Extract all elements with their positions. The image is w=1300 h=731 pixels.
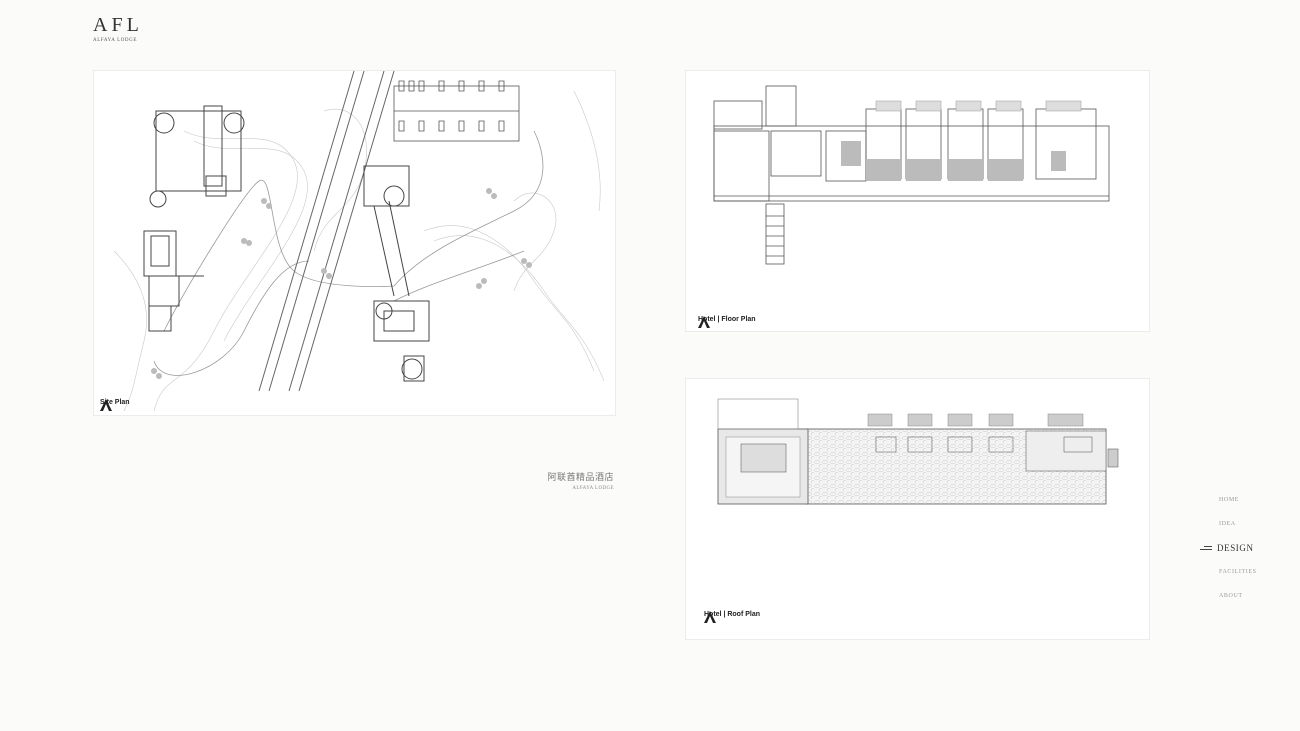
brand-logo[interactable]: AFL ALFAYA LODGE	[93, 14, 153, 43]
floor-plan-label-text: Hotel | Floor Plan	[698, 316, 756, 323]
logo-subtitle: ALFAYA LODGE	[93, 38, 138, 43]
site-plan-label: Site Plan	[100, 399, 130, 411]
roof-plan-label-text: Hotel | Roof Plan	[704, 611, 761, 618]
caption-english: ALFAYA LODGE	[572, 486, 614, 491]
roof-plan-label: Hotel | Roof Plan	[704, 611, 761, 623]
site-plan-panel: Site Plan	[93, 70, 616, 416]
nav-item-label: IDEA	[1219, 521, 1236, 527]
roof-plan-drawing	[717, 398, 1119, 505]
nav-item-label: HOME	[1219, 497, 1240, 503]
nav-item-label: DESIGN	[1217, 543, 1254, 553]
site-plan-drawing	[113, 71, 605, 412]
afl-a-icon	[698, 316, 710, 328]
nav-item-label: ABOUT	[1219, 593, 1243, 599]
afl-a-icon	[704, 611, 716, 623]
nav-item-facilities[interactable]: FACILITIES	[1200, 560, 1290, 584]
roof-plan-panel: Hotel | Roof Plan	[685, 378, 1150, 640]
floor-plan-drawing	[713, 85, 1110, 265]
site-plan-label-text: Site Plan	[100, 399, 130, 406]
logo-mark: AFL	[93, 14, 143, 36]
afl-a-icon	[100, 399, 112, 411]
floor-plan-panel: Hotel | Floor Plan	[685, 70, 1150, 332]
nav-item-label: FACILITIES	[1219, 569, 1257, 575]
caption-chinese: 阿联酋精品酒店	[547, 472, 614, 482]
side-nav: HOME IDEA DESIGN FACILITIES ABOUT	[1200, 488, 1290, 608]
nav-item-design[interactable]: DESIGN	[1200, 536, 1290, 560]
nav-active-marker	[1200, 545, 1212, 551]
floor-plan-label: Hotel | Floor Plan	[698, 316, 756, 328]
nav-item-idea[interactable]: IDEA	[1200, 512, 1290, 536]
nav-item-home[interactable]: HOME	[1200, 488, 1290, 512]
nav-item-about[interactable]: ABOUT	[1200, 584, 1290, 608]
project-caption: 阿联酋精品酒店 ALFAYA LODGE	[540, 470, 614, 491]
